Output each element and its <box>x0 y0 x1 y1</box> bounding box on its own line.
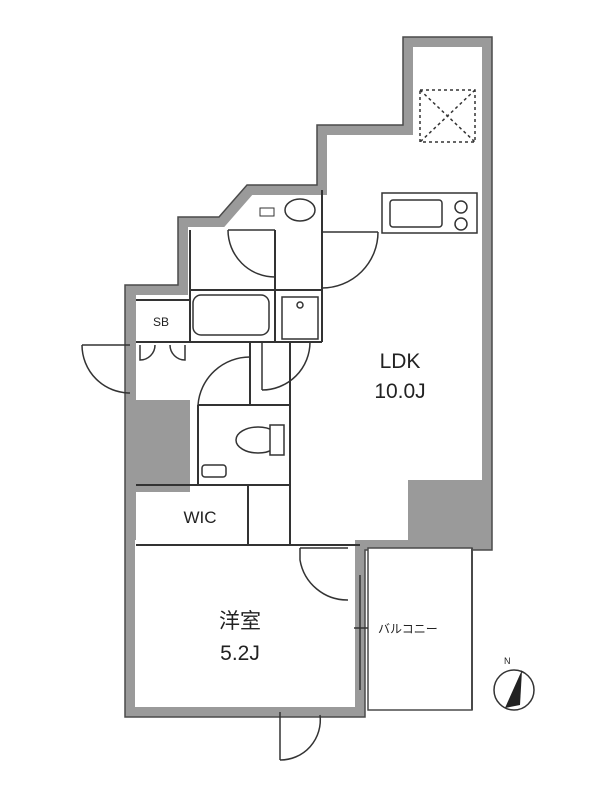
bedroom-size: 5.2J <box>220 642 260 665</box>
toilet-tank <box>269 424 285 456</box>
column-wall <box>408 480 487 545</box>
bathtub <box>192 294 270 336</box>
outer-wall-outline <box>124 36 493 718</box>
entrance-door <box>81 344 131 394</box>
pipe-shaft-wall <box>130 400 190 492</box>
bedroom-door <box>299 547 349 601</box>
fixtures <box>192 89 478 478</box>
bottom-door <box>279 712 322 761</box>
compass-arrow-icon <box>505 670 522 708</box>
washroom-door <box>321 231 379 289</box>
sb-door-left <box>139 344 156 361</box>
hand-basin <box>201 464 227 478</box>
sb-door-right <box>169 344 186 361</box>
ldk-size: 10.0J <box>374 380 425 403</box>
doors <box>81 229 379 761</box>
bath-door <box>227 229 276 278</box>
balcony-label: バルコニー <box>378 622 438 636</box>
bedroom-name: 洋室 <box>219 610 261 633</box>
washbasin <box>284 198 316 222</box>
switch-box <box>259 207 275 217</box>
compass-north-label: N <box>504 656 511 666</box>
wic-label: WIC <box>183 508 216 527</box>
toilet-door <box>197 356 251 406</box>
corridor-door <box>261 341 311 391</box>
stove-burner <box>454 200 468 214</box>
ldk-name: LDK <box>380 350 421 373</box>
sb-label: SB <box>153 315 169 329</box>
washer-drum <box>296 301 304 309</box>
compass: N <box>493 656 535 711</box>
kitchen-sink <box>389 199 443 228</box>
wall-segment-wic <box>130 295 136 540</box>
balcony-area <box>367 547 473 711</box>
stove-burner <box>454 217 468 231</box>
